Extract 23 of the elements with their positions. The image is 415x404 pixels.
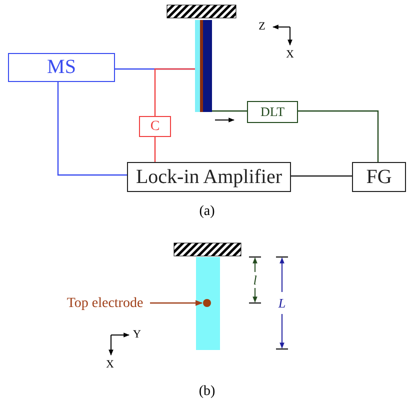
- instrument-box: FG: [352, 162, 406, 192]
- panel-label: (a): [199, 205, 215, 219]
- leader-line: [150, 300, 203, 306]
- wire: [291, 175, 352, 177]
- wire: [154, 68, 195, 116]
- wire: [57, 82, 127, 176]
- dimension-label: l: [253, 274, 257, 286]
- instrument-box: C: [139, 116, 171, 137]
- callout-text: Top electrode: [62, 295, 148, 312]
- axis-label: Y: [133, 330, 141, 340]
- dimension-label: L: [278, 296, 286, 310]
- cantilever-drawing: [195, 20, 212, 112]
- electrode-dot: [203, 299, 211, 307]
- wire: [154, 137, 156, 162]
- panel-label: (b): [198, 385, 216, 399]
- instrument-box: DLT: [247, 101, 298, 123]
- axis-label: X: [106, 360, 114, 370]
- instrument-box: MS: [8, 53, 115, 82]
- axis-label: X: [286, 50, 294, 60]
- wire: [298, 110, 379, 162]
- instrument-box: Lock-in Amplifier: [127, 162, 291, 192]
- wire: [212, 110, 247, 112]
- axis-label: Z: [258, 22, 266, 32]
